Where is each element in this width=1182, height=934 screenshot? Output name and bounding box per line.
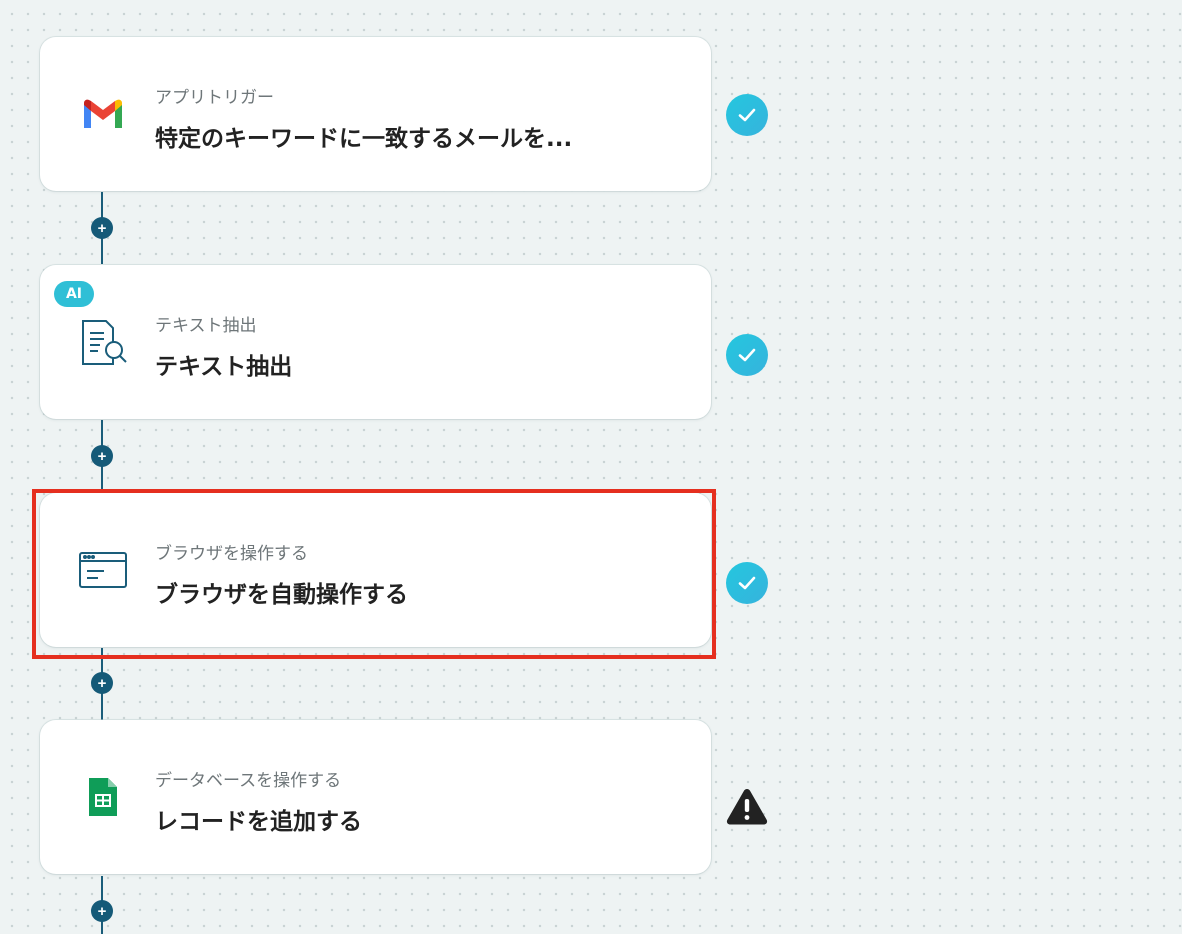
warning-icon [725,786,769,826]
document-search-icon [78,317,128,367]
step-title: レコードを追加する [155,809,362,835]
step-card-browser-operation[interactable]: ブラウザを操作する ブラウザを自動操作する [40,493,711,647]
gmail-icon [78,89,128,139]
step-subtitle: テキスト抽出 [155,316,257,336]
step-title: テキスト抽出 [155,354,293,380]
step-card-text-extraction[interactable]: AI テキスト抽出 テキスト抽出 [40,265,711,419]
check-icon [726,94,768,136]
add-step-button[interactable]: + [91,445,113,467]
step-subtitle: ブラウザを操作する [155,544,308,564]
google-sheets-icon [78,772,128,822]
step-card-app-trigger[interactable]: アプリトリガー 特定のキーワードに一致するメールを... [40,37,711,191]
check-icon [726,562,768,604]
step-subtitle: データベースを操作する [155,771,342,791]
add-step-button[interactable]: + [91,672,113,694]
ai-badge: AI [54,281,94,307]
plus-icon: + [97,674,107,692]
add-step-button[interactable]: + [91,900,113,922]
browser-window-icon [78,545,128,595]
check-icon [726,334,768,376]
plus-icon: + [97,902,107,920]
step-subtitle: アプリトリガー [155,88,274,108]
step-card-database-operation[interactable]: データベースを操作する レコードを追加する [40,720,711,874]
step-title: 特定のキーワードに一致するメールを... [155,126,573,152]
plus-icon: + [97,447,107,465]
plus-icon: + [97,219,107,237]
step-title: ブラウザを自動操作する [155,582,408,608]
add-step-button[interactable]: + [91,217,113,239]
